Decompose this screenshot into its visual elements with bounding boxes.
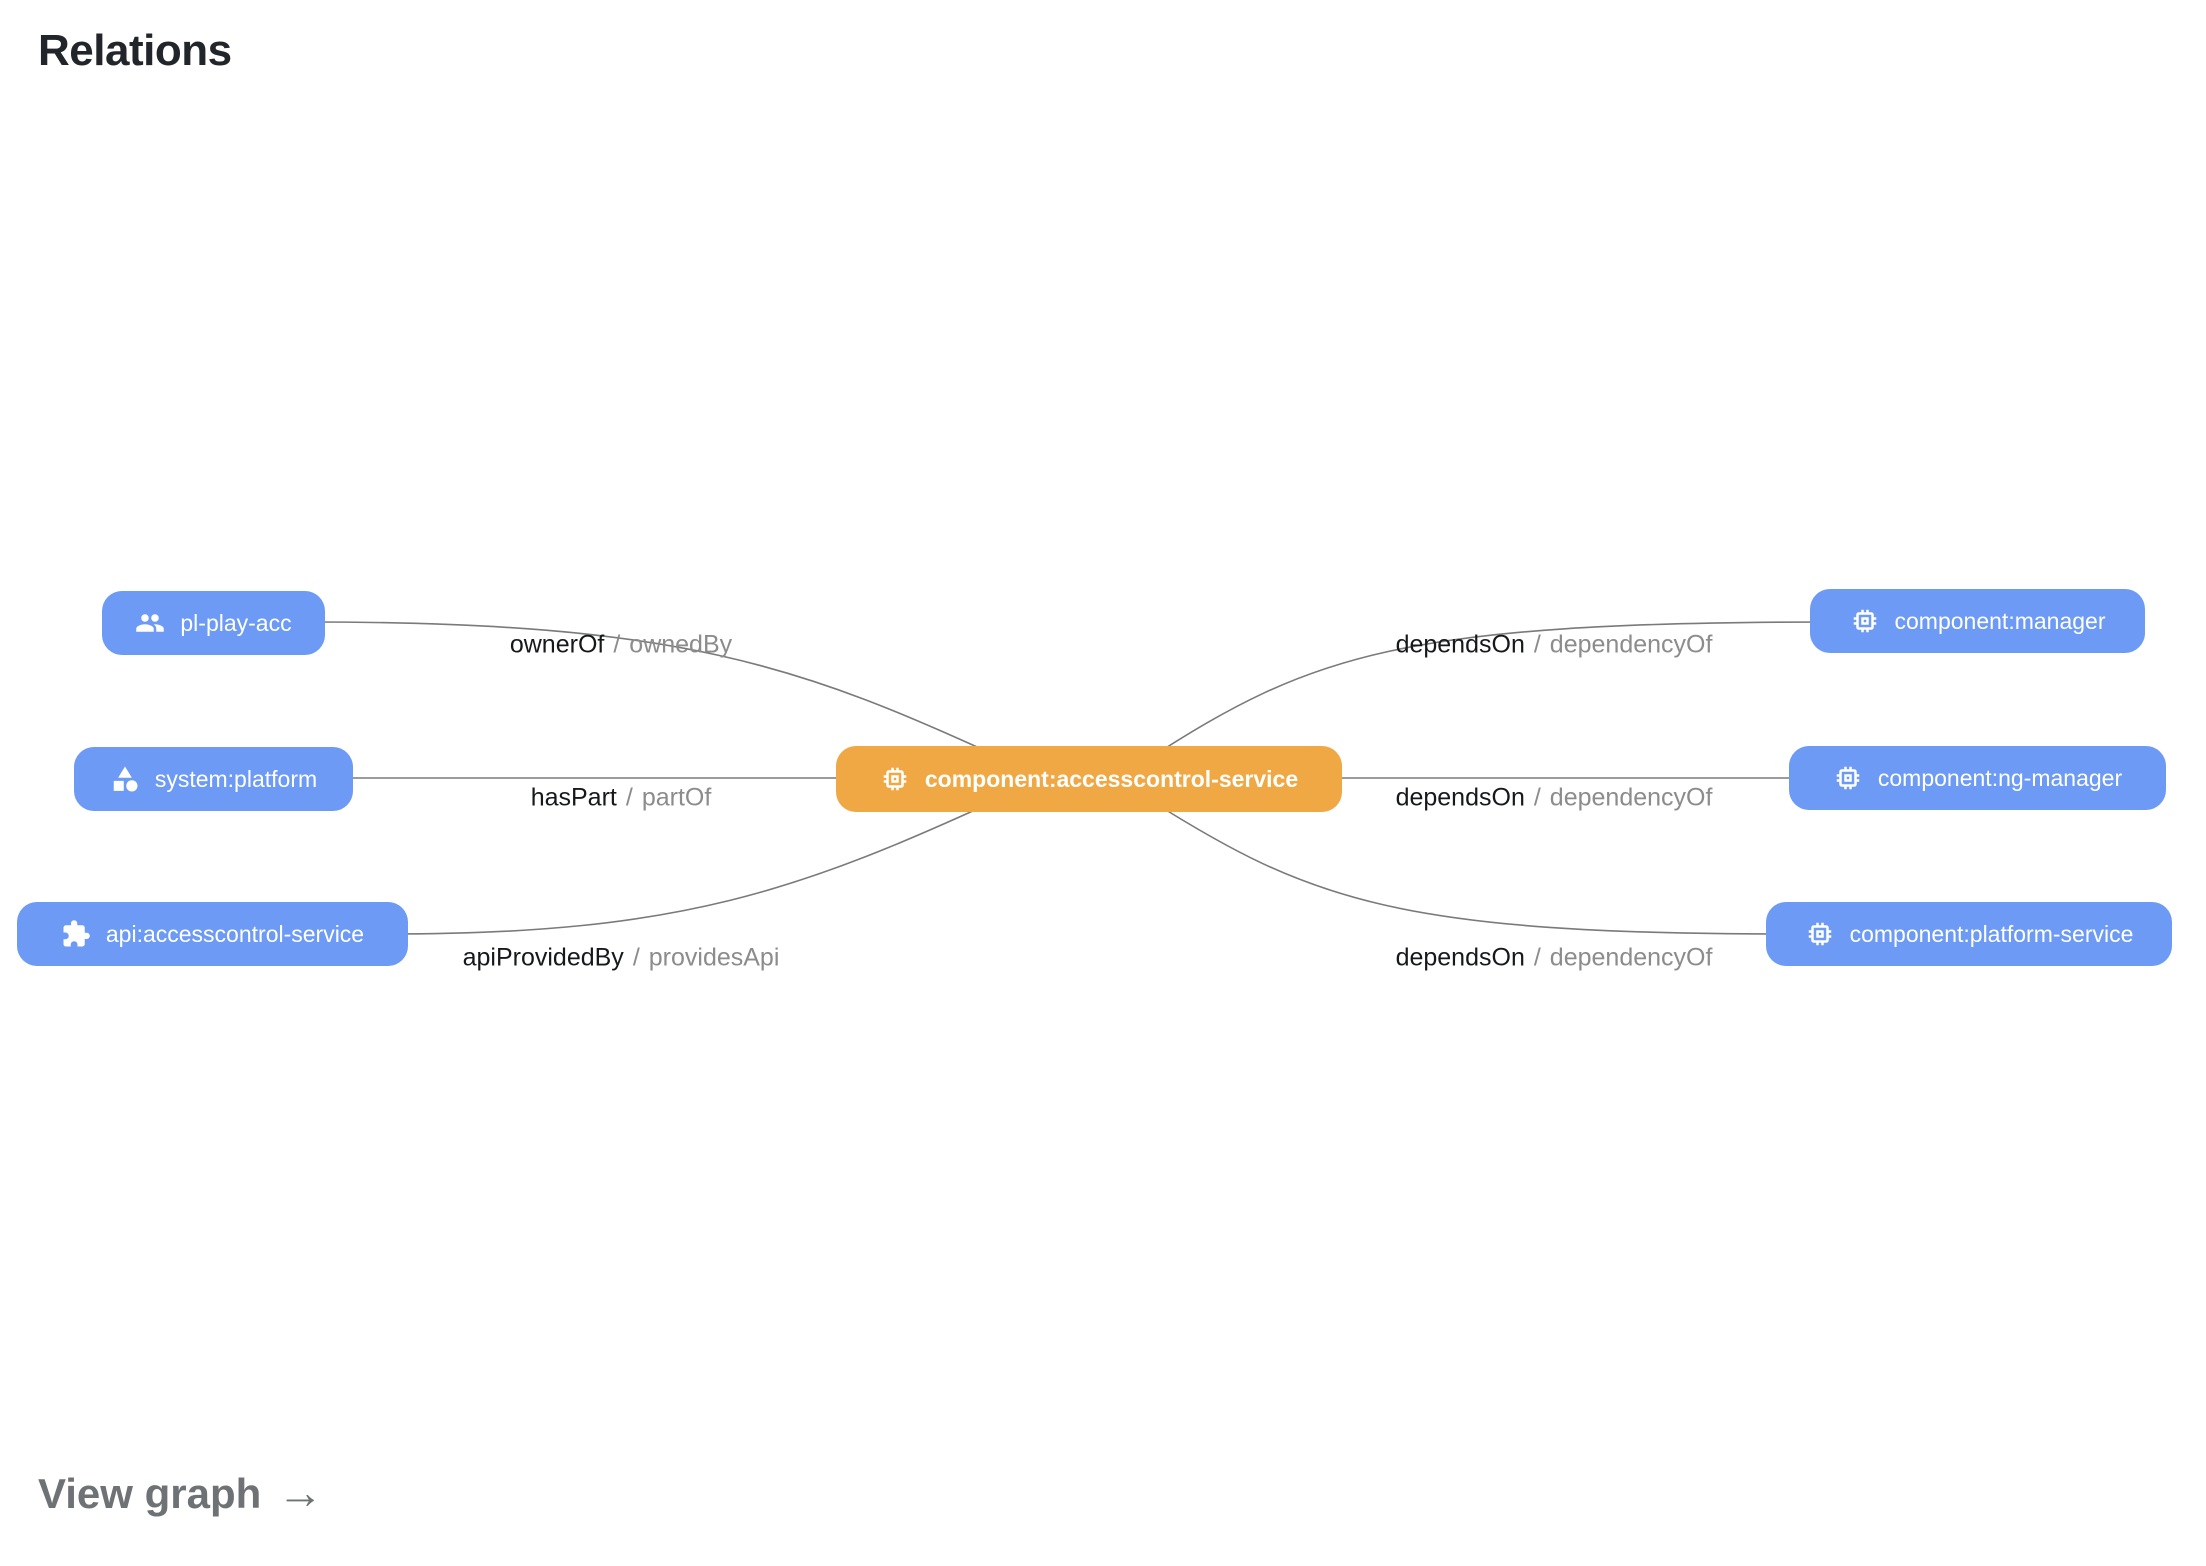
node-label: pl-play-acc — [180, 609, 292, 636]
node-label: system:platform — [154, 765, 318, 792]
memory-chip-icon — [880, 764, 910, 794]
arrow-right-icon: → — [277, 1466, 324, 1518]
edge-label-dependson-3: dependsOn / dependencyOf — [1396, 944, 1713, 973]
edge-label-forward: hasPart — [530, 783, 617, 812]
node-component-platform-service[interactable]: component:platform-service — [1766, 902, 2172, 966]
edge-label-forward: ownerOf — [509, 630, 605, 659]
node-label: component:manager — [1894, 607, 2106, 634]
edge-label-haspart: hasPart / partOf — [531, 784, 712, 813]
edge-label-separator: / — [632, 943, 640, 972]
edge-label-separator: / — [1533, 630, 1541, 659]
edge-label-forward: dependsOn — [1395, 783, 1525, 812]
node-component-accesscontrol-service[interactable]: component:accesscontrol-service — [836, 746, 1342, 812]
edge-dependson-platform-service — [1149, 799, 1791, 935]
edge-label-reverse: providesApi — [648, 943, 780, 972]
category-icon — [110, 764, 140, 794]
edge-label-separator: / — [625, 783, 633, 812]
node-pl-play-acc[interactable]: pl-play-acc — [102, 591, 325, 655]
edge-label-reverse: dependencyOf — [1549, 630, 1713, 659]
memory-chip-icon — [1850, 606, 1880, 636]
edge-label-separator: / — [1533, 943, 1541, 972]
edge-label-ownerof: ownerOf / ownedBy — [510, 631, 732, 660]
edge-dependson-manager — [1149, 621, 1831, 759]
edge-label-reverse: partOf — [641, 783, 712, 812]
edge-ownerof — [309, 621, 1011, 763]
node-label: component:platform-service — [1849, 920, 2134, 947]
edge-label-separator: / — [613, 630, 621, 659]
view-graph-link[interactable]: View graph → — [38, 1466, 324, 1518]
edge-label-reverse: ownedBy — [629, 630, 733, 659]
node-api-accesscontrol-service[interactable]: api:accesscontrol-service — [17, 902, 408, 966]
people-icon — [135, 608, 165, 638]
edge-label-separator: / — [1533, 783, 1541, 812]
edge-label-forward: dependsOn — [1395, 943, 1525, 972]
page-title: Relations — [38, 26, 232, 75]
edge-label-apiprovidedby: apiProvidedBy / providesApi — [463, 944, 780, 973]
node-component-manager[interactable]: component:manager — [1810, 589, 2145, 653]
view-graph-label: View graph — [38, 1470, 262, 1517]
node-component-ng-manager[interactable]: component:ng-manager — [1789, 746, 2166, 810]
puzzle-icon — [61, 919, 91, 949]
edge-label-reverse: dependencyOf — [1549, 943, 1713, 972]
memory-chip-icon — [1805, 919, 1835, 949]
edge-label-forward: dependsOn — [1395, 630, 1525, 659]
node-label: component:ng-manager — [1877, 764, 2123, 791]
node-label: component:accesscontrol-service — [924, 765, 1299, 792]
edge-label-dependson-2: dependsOn / dependencyOf — [1396, 784, 1713, 813]
edge-label-forward: apiProvidedBy — [462, 943, 624, 972]
memory-chip-icon — [1833, 763, 1863, 793]
node-system-platform[interactable]: system:platform — [74, 747, 353, 811]
node-label: api:accesscontrol-service — [105, 920, 365, 947]
edge-apiprovidedby — [389, 793, 1011, 935]
edge-label-dependson-1: dependsOn / dependencyOf — [1396, 631, 1713, 660]
edge-label-reverse: dependencyOf — [1549, 783, 1713, 812]
